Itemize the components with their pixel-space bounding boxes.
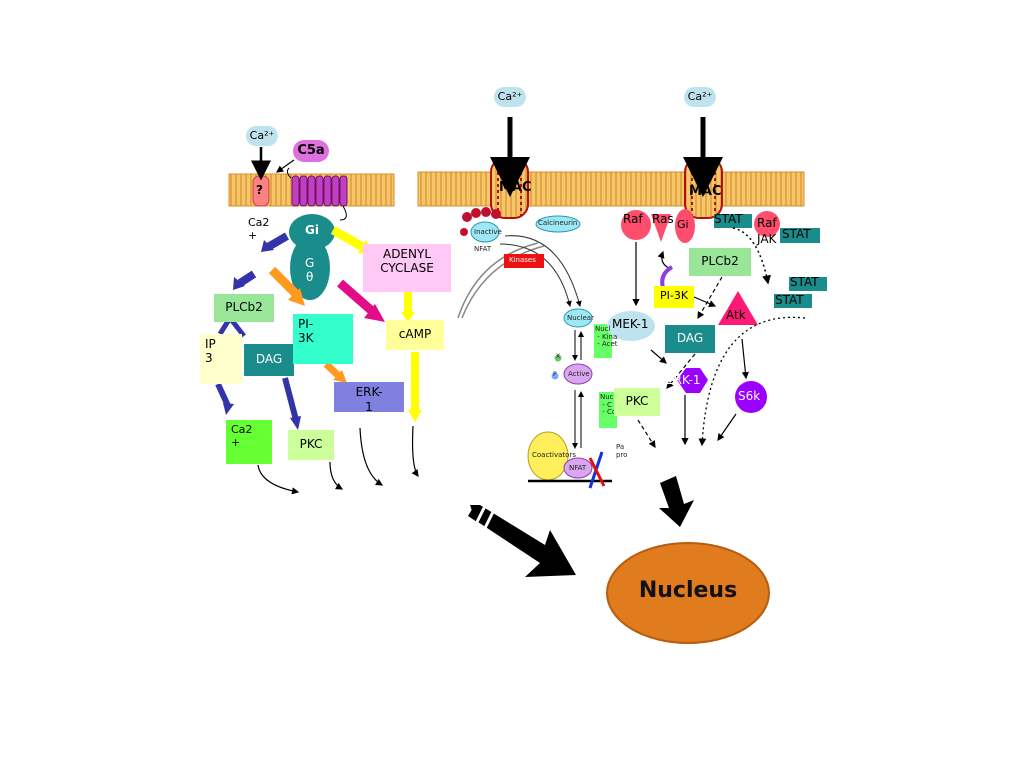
c5a-receptor-icon [286,167,348,221]
arrow-stat-nucleus [698,316,806,447]
stat-label-2: STAT [782,227,811,241]
inset-active: Active [568,370,590,378]
inset-kinases: Kinases [509,256,536,264]
raf-label-2: Raf [757,216,777,230]
ip3-box: IP 3 [200,334,242,384]
atk-label: Atk [726,308,746,322]
dag-right-box: DAG [665,325,715,353]
raf-shape-2 [754,211,780,237]
s6k-circle [735,381,767,413]
c5a-binding-arrow [276,159,295,173]
inset-coactivators: Coactivators [532,451,576,459]
nfat-inset [457,207,617,489]
g-theta-label: G θ [305,256,315,284]
inset-calcineurin: Calcineurin [538,219,578,227]
inset-nfat-2: NFAT [569,464,587,472]
arrow-atk-s6k [741,338,749,380]
erk1-hexagon [677,368,708,393]
arrow-pkc-down [637,419,656,449]
inset-nuclear: Nuclear [567,314,594,322]
mac-label-right: MAC [689,184,722,199]
pkc-right-box: PKC [614,388,660,416]
erk1-right-label: ERK-1 [666,373,701,387]
curve-arrow-3 [359,427,384,486]
stat-label-4: STAT [775,293,804,307]
membrane-right [417,171,805,207]
atk-triangle [718,291,758,325]
curve-arrow-2 [329,461,344,490]
plcb2-right-box: PLCb2 [689,248,751,276]
arrow-s6k-down [717,413,737,441]
stat-box-2 [780,228,820,243]
plcb2-left-box: PLCb2 [214,294,274,322]
ras-shape [651,214,671,242]
inset-nuc-box-1: Nucl - Kina - Acet [595,325,618,349]
mac-label-mid: MAC [499,180,532,195]
ca-inside-label: Ca2 + [248,216,270,242]
arrow-dag-pkc [282,377,299,421]
jak-label: JAK [757,232,777,246]
curve-arrow-4 [411,425,419,477]
big-arrow-to-nucleus-right [659,476,694,527]
inset-x-label: X [556,353,561,360]
nucleus-shape [606,542,770,644]
raf-shape-1 [621,210,651,240]
g-theta-subunit [290,236,330,300]
ca-ion-mid: Ca²⁺ [494,87,526,107]
stat-box-1 [714,214,752,228]
ca2-box: Ca2 + [226,420,272,464]
mek1-label: MEK-1 [612,317,649,331]
arrow-mek-erk [650,349,667,364]
stat-box-4 [774,294,812,308]
mek1-ellipse [607,311,655,341]
arrow-plc-dag [697,276,723,320]
c5a-ligand: C5a [293,140,329,162]
gi-shape-right [675,209,695,243]
arrow-g-navy2 [237,270,257,287]
curve-arrow-1 [257,464,300,495]
arrow-pi3k-atk [693,296,717,307]
erk1-left-box: ERK- 1 [334,382,404,414]
stat-label-3: STAT [790,275,819,289]
ca-ion-right: Ca²⁺ [684,87,716,107]
inset-inactive: Inactive [474,228,502,236]
pkc-left-box: PKC [288,430,334,460]
big-arrow-to-nucleus-left [468,503,576,577]
inset-nfat-1: NFAT [474,245,492,253]
ras-label: Ras [652,212,674,226]
inset-nuc-box-2: Nuc - C - Co [600,393,617,417]
raf-label-1: Raf [623,212,643,226]
pi3k-left-box: PI- 3K [293,314,353,364]
gi-label-left: Gi [305,223,319,237]
arrow-g-navy1 [265,232,290,251]
channel-question-label: ? [256,183,263,197]
s6k-label: S6k [738,389,761,403]
gi-label-right: Gi [677,218,689,231]
dag-left-box: DAG [244,344,294,376]
pi3k-right-box: PI-3K [654,286,694,308]
arrow-dag-pkc [666,353,696,389]
arrow-g-camp [337,279,375,315]
arrow-pi3k-ras [657,250,670,269]
ca-ion-left: Ca²⁺ [246,126,278,146]
camp-box: cAMP [386,320,444,350]
arrow-g-pi3k [268,266,302,300]
stat-label-1: STAT [714,212,743,226]
stat-box-3 [789,277,827,291]
inset-pa-label: Pa pro [616,443,628,459]
nucleus-label: Nucleus [638,578,738,603]
inset-p-label: P [553,371,557,378]
adenyl-cyclase-box: ADENYL CYCLASE [363,244,451,292]
